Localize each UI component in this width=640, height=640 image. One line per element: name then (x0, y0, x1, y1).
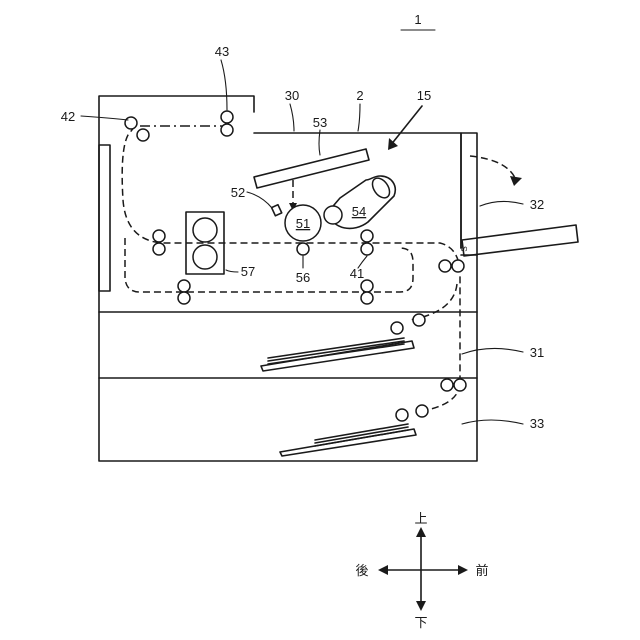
label-53: 53 (313, 115, 327, 130)
sheet-cassette-31 (261, 314, 425, 371)
developing-device (324, 175, 395, 228)
label-41: 41 (350, 266, 364, 281)
label-57: 57 (241, 264, 255, 279)
label-51: 51 (296, 216, 310, 231)
rollers-lower-feed (441, 379, 466, 391)
arrow-15-shaft (390, 106, 422, 146)
label-42: 42 (61, 109, 75, 124)
rollers-42 (125, 117, 149, 141)
direction-indicator (378, 527, 468, 611)
direction-back-label: 後 (355, 564, 368, 579)
arrow-front-head (458, 565, 468, 575)
tray-open-arrowhead (510, 176, 522, 186)
label-56: 56 (296, 270, 310, 285)
rollers-43 (221, 111, 233, 136)
label-52: 52 (231, 185, 245, 200)
label-43: 43 (215, 44, 229, 59)
left-side-panel (99, 145, 110, 291)
transfer-roller (297, 243, 309, 255)
leader-lines (81, 60, 523, 424)
rollers-duplex-mid (361, 280, 373, 304)
label-15: 15 (417, 88, 431, 103)
arrow-up-head (416, 527, 426, 537)
label-33: 33 (530, 416, 544, 431)
label-32: 32 (530, 197, 544, 212)
density-sensor (272, 205, 282, 216)
sheet-path (122, 126, 460, 412)
figure-number: 1 (414, 12, 421, 27)
label-54: 54 (352, 204, 366, 219)
sheet-cassette-33 (280, 405, 428, 456)
rollers-front-feed (439, 260, 464, 272)
arrow-down-head (416, 601, 426, 611)
arrow-back-head (378, 565, 388, 575)
manual-tray-mark: S (460, 246, 469, 251)
label-30: 30 (285, 88, 299, 103)
direction-front-label: 前 (475, 563, 488, 579)
label-31: 31 (530, 345, 544, 360)
direction-up-label: 上 (414, 512, 427, 527)
label-2: 2 (356, 88, 363, 103)
exposure-unit (254, 149, 369, 188)
direction-down-label: 下 (414, 616, 427, 631)
arrow-15-head (388, 138, 398, 150)
